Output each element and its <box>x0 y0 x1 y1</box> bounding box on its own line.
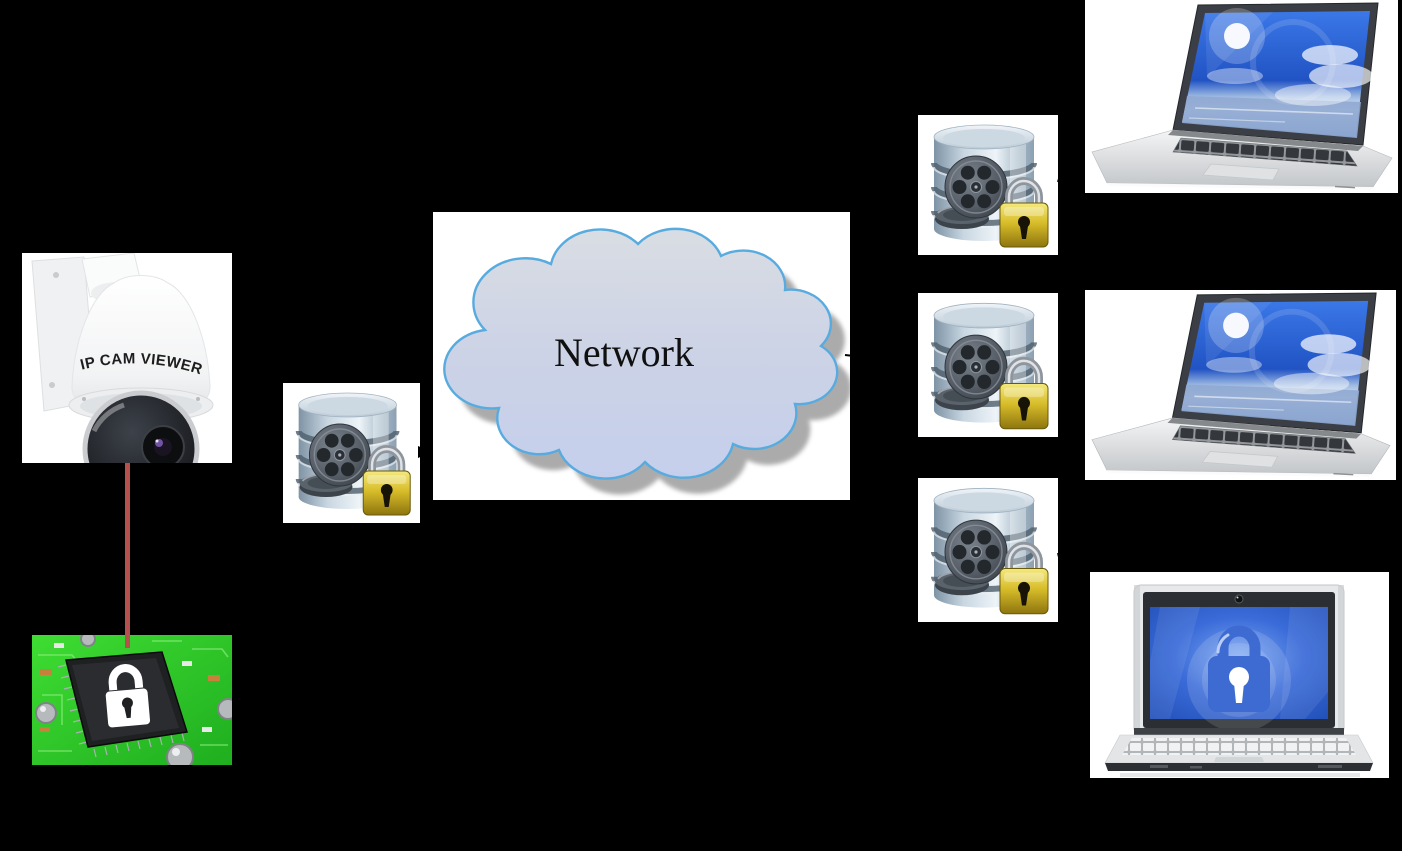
database-film-padlock-icon <box>295 392 411 516</box>
chip-lock-icon <box>32 635 232 765</box>
laptop-sky-wallpaper-icon <box>1091 292 1391 478</box>
node-encryption-chip <box>32 635 232 765</box>
database-film-padlock-icon <box>931 487 1049 615</box>
camera-glass-dome <box>82 390 200 463</box>
gold-padlock-icon <box>999 541 1049 615</box>
gold-padlock-icon <box>999 177 1049 248</box>
laptop-body <box>1104 728 1374 777</box>
connector-cloud-to-db3 <box>855 414 909 537</box>
node-user-laptop-1 <box>1085 0 1398 193</box>
network-label: Network <box>554 330 694 375</box>
connector-db2-to-laptop2 <box>1061 361 1082 373</box>
node-user-laptop-3 <box>1090 572 1389 778</box>
laptop-screen <box>1133 584 1345 736</box>
cloud-shape <box>443 227 839 480</box>
white-padlock-icon <box>105 664 151 728</box>
connector-cloud-to-db2 <box>844 354 910 367</box>
laptop-sky-wallpaper-icon <box>1091 2 1393 190</box>
connector-camera-to-chip <box>125 463 130 648</box>
node-user-laptop-2 <box>1085 290 1396 480</box>
node-encrypted-db-user2 <box>918 293 1058 437</box>
pcb-components <box>35 635 232 765</box>
chip-pins <box>57 664 185 758</box>
film-reel-icon <box>935 155 1008 229</box>
node-encrypted-db-source <box>283 383 420 523</box>
gold-padlock-icon <box>362 445 411 516</box>
connector-db3-to-laptop3 <box>1057 552 1090 671</box>
dome-camera-icon: IP CAM VIEWER <box>31 253 214 463</box>
laptop-body <box>1091 129 1393 190</box>
film-reel-icon <box>935 519 1008 596</box>
film-reel-icon <box>299 423 371 497</box>
laptop-screen <box>1172 2 1379 146</box>
laptop-lock-screen-icon <box>1104 584 1374 777</box>
database-film-padlock-icon <box>931 302 1049 430</box>
cloud-icon: Network <box>443 227 850 495</box>
node-network-cloud: Network <box>433 212 850 500</box>
laptop-reflection <box>1120 773 1360 777</box>
gold-padlock-icon <box>999 356 1049 430</box>
connector-cloud-to-db1 <box>855 200 909 297</box>
node-ip-camera: IP CAM VIEWER <box>22 253 232 463</box>
encryption-chip <box>57 651 188 758</box>
blue-padlock-icon <box>1208 625 1270 712</box>
node-encrypted-db-user1 <box>918 115 1058 255</box>
database-film-padlock-icon <box>931 124 1049 248</box>
film-reel-icon <box>935 334 1008 411</box>
connector-db1-to-laptop1 <box>1057 99 1085 183</box>
laptop-screen <box>1171 292 1377 434</box>
node-encrypted-db-user3 <box>918 478 1058 622</box>
webcam-icon <box>1234 594 1244 604</box>
laptop-body <box>1091 417 1391 478</box>
